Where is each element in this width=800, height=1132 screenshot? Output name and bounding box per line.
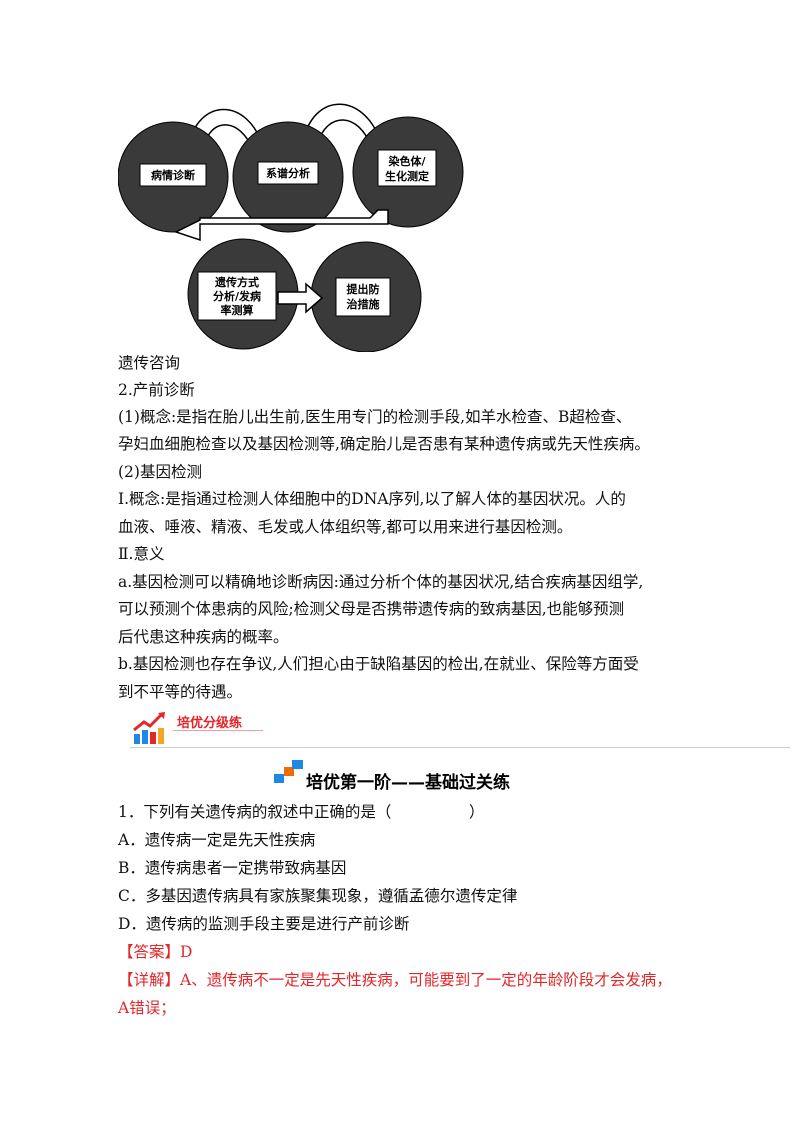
option-b: B．遗传病患者一定携带致病基因 bbox=[118, 859, 347, 877]
stairs-icon bbox=[274, 760, 303, 783]
label-inheritance-3: 率测算 bbox=[221, 303, 254, 317]
option-c: C．多基因遗传病具有家族聚集现象，遵循孟德尔遗传定律 bbox=[118, 887, 518, 905]
diagram-caption: 遗传咨询 bbox=[118, 354, 181, 372]
heading-prenatal: 2.产前诊断 bbox=[118, 381, 195, 399]
label-diagnosis: 病情诊断 bbox=[151, 168, 195, 182]
paragraph-1-line-2: 孕妇血细胞检查以及基因检测等,确定胎儿是否患有某种遗传病或先天性疾病。 bbox=[118, 435, 650, 453]
option-d: D．遗传病的监测手段主要是进行产前诊断 bbox=[118, 915, 410, 933]
paragraph-3-line-2: 可以预测个体患病的风险;检测父母是否携带遗传病的致病基因,也能够预测 bbox=[118, 600, 625, 618]
paragraph-4-line-1: b.基因检测也存在争议,人们担心由于缺陷基因的检出,在就业、保险等方面受 bbox=[118, 655, 639, 673]
label-inheritance-2: 分析/发病 bbox=[213, 289, 261, 303]
paragraph-3-line-1: a.基因检测可以精确地诊断病因:通过分析个体的基因状况,结合疾病基因组学, bbox=[118, 573, 644, 591]
label-chromosome-2: 生化测定 bbox=[385, 169, 429, 183]
explanation-line-1: 【详解】A、遗传病不一定是先天性疾病，可能要到了一定的年龄阶段才会发病， bbox=[118, 971, 672, 989]
straight-arrow bbox=[277, 282, 324, 314]
badge-underline bbox=[173, 730, 263, 731]
section-title: 培优第一阶——基础过关练 bbox=[306, 773, 510, 793]
subheading-meaning: Ⅱ.意义 bbox=[118, 545, 165, 563]
explanation-line-2: A错误； bbox=[118, 999, 176, 1017]
paragraph-2-line-2: 血液、唾液、精液、毛发或人体组织等,都可以用来进行基因检测。 bbox=[118, 518, 573, 536]
label-prevention-2: 治措施 bbox=[347, 297, 380, 311]
label-prevention-1: 提出防 bbox=[347, 282, 380, 296]
paragraph-4-line-2: 到不平等的待遇。 bbox=[118, 683, 243, 701]
badge-label: 培优分级练 bbox=[177, 716, 243, 731]
question-stem: 1．下列有关遗传病的叙述中正确的是（ ） bbox=[118, 803, 485, 821]
label-chromosome-1: 染色体/ bbox=[388, 154, 426, 168]
label-inheritance-1: 遗传方式 bbox=[214, 275, 259, 289]
answer: 【答案】D bbox=[118, 943, 193, 961]
paragraph-1-line-1: (1)概念:是指在胎儿出生前,医生用专门的检测手段,如羊水检查、B超检查、 bbox=[118, 408, 632, 426]
paragraph-2-line-1: Ⅰ.概念:是指通过检测人体细胞中的DNA序列,以了解人体的基因状况。人的 bbox=[118, 490, 626, 508]
paragraph-3-line-3: 后代患这种疾病的概率。 bbox=[118, 628, 289, 646]
bent-arrow bbox=[174, 209, 389, 242]
option-a: A．遗传病一定是先天性疾病 bbox=[118, 831, 316, 849]
growth-chart-icon bbox=[133, 712, 165, 744]
subheading-gene-test: (2)基因检测 bbox=[118, 463, 202, 481]
label-pedigree: 系谱分析 bbox=[266, 166, 310, 180]
genetic-counseling-flow-diagram: 病情诊断 系谱分析 染色体/ 生化测定 遗传方式 分析/发病 率测算 提出防 治… bbox=[118, 103, 464, 352]
section-divider bbox=[130, 747, 790, 748]
